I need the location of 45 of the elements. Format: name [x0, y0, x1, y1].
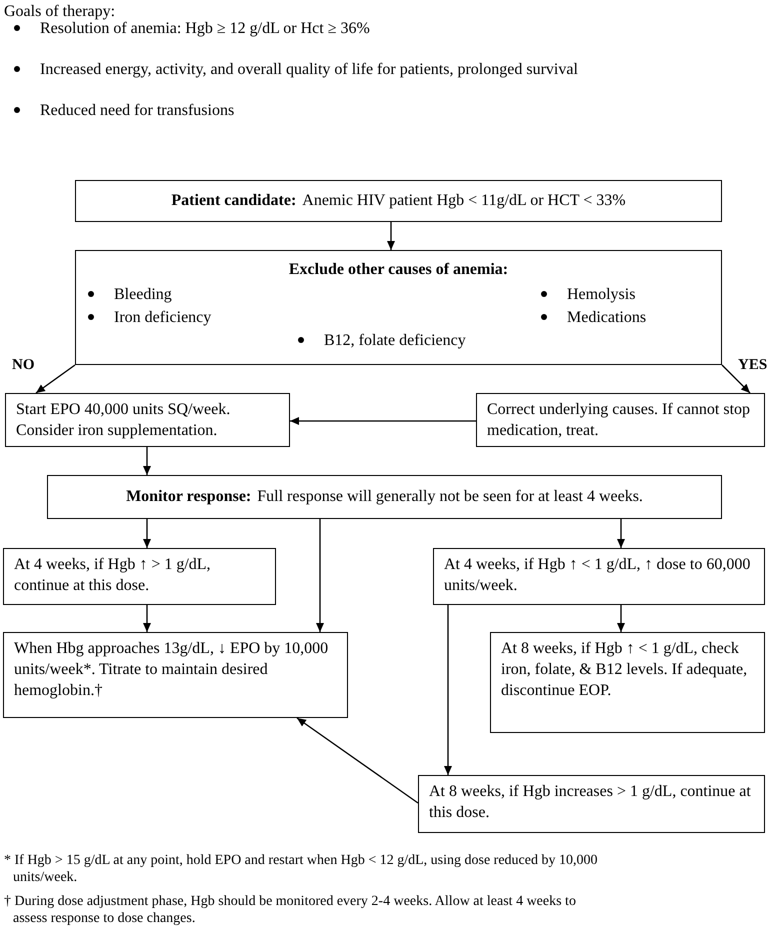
process-box	[75, 250, 722, 365]
section-heading: Goals of therapy:	[4, 2, 116, 22]
box-heading: Patient candidate:	[171, 191, 296, 211]
arrow	[36, 364, 76, 394]
arrow	[290, 417, 476, 425]
bullet-text: Bleeding	[114, 285, 172, 305]
bullet-text: Hemolysis	[567, 285, 636, 305]
arrow	[722, 364, 750, 394]
box-heading: Monitor response:	[126, 487, 252, 507]
process-box	[3, 632, 348, 718]
arrow	[143, 605, 151, 632]
goal-item: Increased energy, activity, and overall quality of life for patients, prolonged survival	[40, 60, 579, 80]
process-box	[418, 775, 765, 833]
process-box	[3, 548, 276, 605]
process-box	[75, 180, 722, 222]
arrow	[143, 519, 151, 548]
box-text: Correct underlying causes. If cannot stop medication, treat.	[487, 400, 752, 441]
process-box	[490, 632, 765, 733]
goal-item: Resolution of anemia: Hgb ≥ 12 g/dL or Hct ≥ 36%	[40, 20, 371, 39]
bullet-text: Medications	[567, 308, 646, 328]
box-text: At 8 weeks, if Hgb increases > 1 g/dL, continue at this dose.	[429, 782, 752, 823]
bullet-text: B12, folate deficiency	[324, 331, 466, 351]
arrow	[296, 717, 418, 804]
box-text: At 4 weeks, if Hgb ↑ < 1 g/dL, ↑ dose to 60,000 units/week.	[444, 555, 752, 596]
box-text: Anemic HIV patient Hgb < 11g/dL or HCT < 33%	[302, 191, 626, 211]
process-box	[5, 393, 290, 447]
goal-item: Reduced need for transfusions	[40, 101, 236, 121]
arrow	[387, 222, 395, 250]
arrow	[143, 447, 151, 475]
bullet-text: Iron deficiency	[114, 308, 212, 328]
footnote: † During dose adjustment phase, Hgb should be monitored every 2-4 weeks. Allow at least 4 weeks to assess response to dose changes.	[4, 893, 577, 927]
box-text: At 4 weeks, if Hgb ↑ > 1 g/dL, continue at this dose.	[14, 555, 212, 596]
arrow	[617, 519, 625, 548]
box-text: When Hbg approaches 13g/dL, ↓ EPO by 10,000 units/week*. Titrate to maintain desired hemoglobin.†	[14, 639, 330, 701]
arrow	[316, 519, 324, 632]
process-box	[476, 393, 765, 447]
arrow	[617, 605, 625, 632]
process-box	[47, 475, 722, 519]
process-box	[433, 548, 765, 605]
box-text: At 8 weeks, if Hgb ↑ < 1 g/dL, check iron, folate, & B12 levels. If adequate, discontinue EOP.	[501, 639, 748, 701]
box-text: Start EPO 40,000 units SQ/week. Consider iron supplementation.	[16, 400, 232, 441]
box-text: Full response will generally not be seen for at least 4 weeks.	[257, 487, 643, 507]
footnote: * If Hgb > 15 g/dL at any point, hold EPO and restart when Hgb < 12 g/dL, using dose reduced by 10,000 units/week.	[4, 852, 598, 886]
arrow	[444, 605, 452, 775]
box-heading: Exclude other causes of anemia:	[288, 260, 510, 280]
